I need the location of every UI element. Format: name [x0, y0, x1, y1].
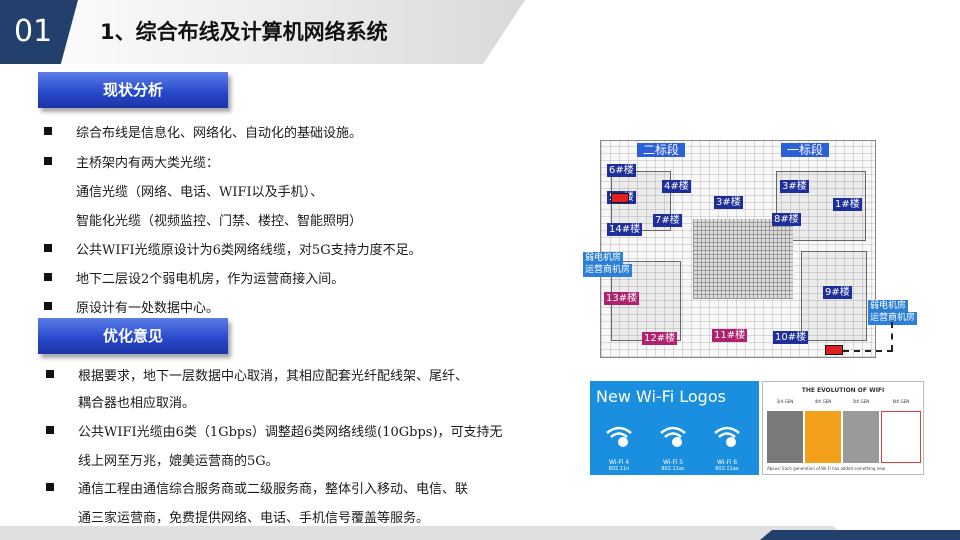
- generation-block: [843, 411, 879, 463]
- bullet-text: 主桥架内有两大类光缆：: [76, 156, 220, 171]
- bullet-text: 智能化光缆（视频监控、门禁、楼控、智能照明）: [76, 214, 363, 229]
- building-label: 9#楼: [823, 286, 852, 299]
- wifi-standard: 802.11ac: [661, 466, 685, 472]
- wifi-4-icon: [605, 425, 633, 447]
- building-label: 10#楼: [773, 331, 809, 344]
- bullet-square: [46, 370, 54, 378]
- equipment-room-marker: [825, 345, 843, 355]
- generation-label: 6th GEN: [892, 399, 910, 404]
- wifi-standard: 802.11n: [608, 466, 630, 472]
- bullet-text: 根据要求，地下一层数据中心取消，其相应配套光纤配线架、尾纤、: [78, 369, 469, 384]
- room-label-left-weak-current: 弱电机房: [583, 252, 624, 265]
- bullet-text: 公共WIFI光缆原设计为6类网络线缆，对5G支持力度不足。: [76, 243, 422, 258]
- building-label: 12#楼: [642, 332, 678, 345]
- bullet-text: 耦合器也相应取消。: [78, 396, 196, 411]
- footer-band: [0, 526, 850, 540]
- bullet-text: 公共WIFI光缆由6类（1Gbps）调整超6类网络线缆(10Gbps)，可支持无: [78, 425, 503, 440]
- generation-column: 6th GEN: [881, 399, 921, 463]
- generation-block: [881, 411, 921, 463]
- header-band: [0, 0, 525, 64]
- generation-label: 4th GEN: [814, 399, 832, 404]
- building-label: 1#楼: [833, 198, 862, 211]
- evolution-footnote: Above: Each generation of Wi-Fi has adde…: [767, 466, 886, 471]
- building-label: 14#楼: [607, 223, 643, 236]
- building-label: 3#楼: [714, 196, 743, 209]
- bullet-square: [44, 157, 52, 165]
- bullet-square: [44, 127, 52, 135]
- building-label: 7#楼: [653, 214, 682, 227]
- bullet-text: 地下二层设2个弱电机房，作为运营商接入间。: [76, 272, 345, 287]
- room-label-right-weak-current: 弱电机房: [868, 300, 909, 313]
- bullet-square: [44, 273, 52, 281]
- wifi-name: Wi-Fi 5: [662, 459, 684, 466]
- building-label: 13#楼: [604, 292, 640, 305]
- plan-atrium: [693, 219, 793, 299]
- generation-column: 5th GEN: [843, 399, 879, 463]
- bullet-text: 通信光缆（网络、电话、WIFI以及手机）、: [76, 185, 324, 200]
- wifi-image-title: New Wi-Fi Logos: [596, 387, 726, 406]
- generation-block: [767, 411, 803, 463]
- building-label: 8#楼: [772, 213, 801, 226]
- zone-tab-left: 二标段: [637, 143, 686, 157]
- generation-label: 5th GEN: [852, 399, 870, 404]
- wifi-logo-5: Wi-Fi 5 802.11ac: [648, 425, 698, 472]
- room-label-right-operator: 运营商机房: [868, 312, 918, 325]
- bullet-square: [44, 244, 52, 252]
- connection-line: [891, 322, 893, 351]
- building-label: 6#楼: [607, 164, 636, 177]
- wifi-logo-6: Wi-Fi 6 802.11ax: [702, 425, 752, 472]
- room-label-left-operator: 运营商机房: [583, 264, 633, 277]
- bullet-text: 综合布线是信息化、网络化、自动化的基础设施。: [76, 126, 363, 141]
- wifi-5-icon: [659, 425, 687, 447]
- bullet-square: [46, 483, 54, 491]
- footer-accent: [760, 530, 960, 540]
- generation-column: 3rd GEN: [767, 399, 803, 463]
- bullet-square: [44, 302, 52, 310]
- bullet-text: 线上网至万兆，媲美运营商的5G。: [78, 454, 279, 469]
- building-label: 3#楼: [780, 180, 809, 193]
- floor-plan: [600, 140, 876, 358]
- bullet-text: 通三家运营商，免费提供网络、电话、手机信号覆盖等服务。: [78, 511, 430, 526]
- bullet-square: [46, 426, 54, 434]
- generation-label: 3rd GEN: [776, 399, 794, 404]
- equipment-room-marker: [611, 193, 629, 203]
- wifi-6-icon: [713, 425, 741, 447]
- building-label: 11#楼: [712, 329, 748, 342]
- zone-tab-right: 一标段: [781, 143, 830, 157]
- building-label: 4#楼: [662, 180, 691, 193]
- page-title: 1、综合布线及计算机网络系统: [100, 20, 388, 44]
- wifi-evolution-image: THE EVOLUTION OF WIFI 3rd GEN 4th GEN 5t…: [762, 381, 924, 475]
- bullet-text: 原设计有一处数据中心。: [76, 301, 220, 316]
- generation-column: 4th GEN: [805, 399, 841, 463]
- wifi-name: Wi-Fi 4: [608, 459, 630, 466]
- wifi-logos-image: New Wi-Fi Logos Wi-Fi 4 802.11n Wi-Fi 5 …: [590, 381, 759, 475]
- wifi-standard: 802.11ax: [715, 466, 739, 472]
- evolution-title: THE EVOLUTION OF WIFI: [801, 387, 885, 394]
- wifi-name: Wi-Fi 6: [716, 459, 738, 466]
- section-tag-current-analysis: 现状分析: [38, 72, 228, 108]
- bullet-text: 通信工程由通信综合服务商或二级服务商，整体引入移动、电信、联: [78, 482, 469, 497]
- connection-line: [843, 350, 893, 352]
- wifi-logo-4: Wi-Fi 4 802.11n: [594, 425, 644, 472]
- generation-block: [805, 411, 841, 463]
- section-tag-optimization: 优化意见: [38, 318, 228, 354]
